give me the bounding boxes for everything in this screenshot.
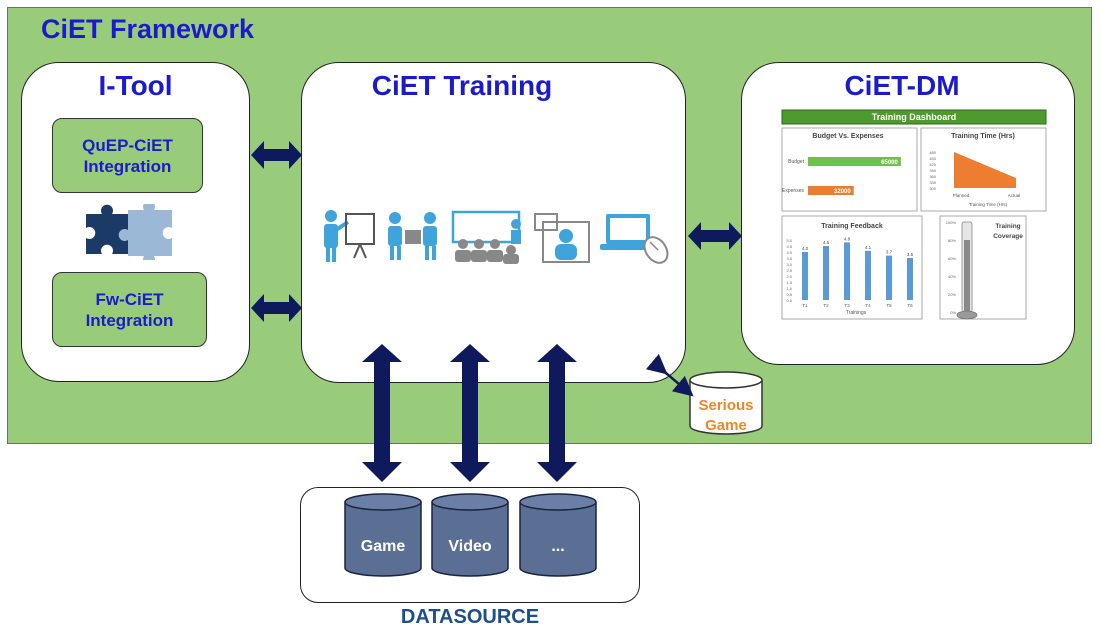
- feedback-value-label: 3.7: [886, 250, 893, 255]
- presenter-board-icon: [324, 210, 375, 262]
- ciet-training-title: CiET Training: [371, 70, 553, 101]
- game-cylinder: [344, 493, 422, 577]
- serious-game-line2: Game: [705, 417, 747, 434]
- feedback-value-label: 3.5: [907, 252, 914, 257]
- game-source-label: Game: [360, 538, 406, 555]
- time-y-tick: 420: [929, 162, 936, 167]
- budget-label: Budget: [788, 159, 804, 165]
- classroom-icon: [451, 210, 521, 264]
- itool-training-arrow-bottom: [251, 294, 302, 322]
- feedback-y-tick: 2.5: [786, 268, 792, 273]
- framework-title: CiET Framework: [41, 14, 255, 44]
- serious-game-line1: Serious: [698, 397, 754, 414]
- puzzle-pieces-icon: [86, 204, 172, 260]
- feedback-xlabel: Trainings: [846, 310, 867, 316]
- time-planned-label: Planned: [953, 193, 970, 198]
- time-y-tick: 330: [929, 180, 936, 185]
- time-y-tick: 390: [929, 168, 936, 173]
- meeting-people-icon: [388, 212, 437, 260]
- coverage-y-tick: 60%: [948, 256, 956, 261]
- feedback-y-tick: 4.5: [786, 244, 792, 249]
- ciet-dm-title: CiET-DM: [844, 70, 960, 101]
- quep-ciet-integration-box: QuEP-CiET Integration: [52, 118, 203, 193]
- time-y-tick: 300: [929, 186, 936, 191]
- feedback-y-tick: 1.5: [786, 280, 792, 285]
- feedback-y-tick: 0.5: [786, 292, 792, 297]
- feedback-bar: [886, 255, 892, 300]
- feedback-bar: [844, 242, 850, 300]
- budget-bar: [808, 157, 901, 166]
- feedback-value-label: 4.5: [823, 240, 830, 245]
- feedback-y-tick: 3.5: [786, 256, 792, 261]
- time-y-tick: 450: [929, 156, 936, 161]
- online-tutor-icon: [534, 213, 590, 263]
- feedback-bar: [865, 250, 871, 300]
- feedback-y-tick: 5.0: [786, 238, 792, 243]
- training-game-arrow: [362, 344, 402, 482]
- time-y-tick: 360: [929, 174, 936, 179]
- itool-training-arrow-top: [251, 141, 302, 169]
- feedback-category-label: T3: [844, 303, 850, 308]
- feedback-category-label: T5: [886, 303, 892, 308]
- feedback-y-tick: 4.0: [786, 250, 792, 255]
- time-xlabel: Training Time (Hrs): [969, 202, 1008, 207]
- coverage-y-tick: 80%: [948, 238, 956, 243]
- coverage-bulb: [956, 310, 978, 320]
- feedback-value-label: 4.8: [844, 236, 851, 241]
- itool-title: I-Tool: [98, 70, 173, 101]
- feedback-bar: [907, 258, 913, 300]
- feedback-category-label: T6: [907, 303, 913, 308]
- dashboard-title: Training Dashboard: [872, 112, 957, 122]
- training-serious-game-arrow: [645, 353, 694, 397]
- feedback-bar: [823, 246, 829, 300]
- coverage-fill: [964, 240, 970, 312]
- coverage-y-tick: 40%: [948, 274, 956, 279]
- time-title: Training Time (Hrs): [951, 133, 1015, 140]
- feedback-category-label: T2: [823, 303, 829, 308]
- time-y-tick: 480: [929, 150, 936, 155]
- coverage-title-2: Coverage: [993, 233, 1023, 240]
- training-more-arrow: [537, 344, 577, 482]
- feedback-category-label: T1: [802, 303, 808, 308]
- feedback-title: Training Feedback: [821, 223, 883, 230]
- feedback-y-tick: 3.0: [786, 262, 792, 267]
- feedback-y-tick: 0.0: [786, 298, 792, 303]
- training-dashboard: Training Dashboard Budget Vs. Expenses B…: [778, 108, 1050, 324]
- laptop-mouse-icon: [600, 214, 669, 264]
- feedback-value-label: 4.0: [802, 246, 809, 251]
- training-video-arrow: [450, 344, 490, 482]
- coverage-y-tick: 100%: [946, 220, 957, 225]
- feedback-value-label: 4.1: [865, 245, 872, 250]
- more-cylinder: [519, 493, 597, 577]
- feedback-bar: [802, 252, 808, 300]
- quep-ciet-line1: QuEP-CiET: [82, 135, 173, 155]
- video-cylinder: [431, 493, 509, 577]
- expenses-bar: [808, 186, 854, 195]
- expenses-value-label: 32000: [834, 189, 851, 195]
- training-dm-arrow: [688, 222, 742, 250]
- coverage-y-tick: 0%: [950, 310, 956, 315]
- fw-ciet-line1: Fw-CiET: [95, 289, 164, 309]
- budget-title: Budget Vs. Expenses: [812, 133, 883, 140]
- feedback-y-tick: 2.0: [786, 274, 792, 279]
- time-area: [954, 152, 1016, 188]
- serious-game-label: Serious Game: [688, 396, 764, 436]
- video-source-label: Video: [448, 538, 492, 555]
- coverage-y-tick: 20%: [948, 292, 956, 297]
- fw-ciet-integration-box: Fw-CiET Integration: [52, 272, 207, 347]
- budget-value-label: 65000: [881, 160, 898, 166]
- feedback-y-tick: 1.0: [786, 286, 792, 291]
- expenses-label: Expenses: [782, 188, 804, 194]
- serious-game-cylinder: [689, 371, 763, 435]
- coverage-title-1: Training: [995, 223, 1020, 230]
- feedback-category-label: T4: [865, 303, 871, 308]
- fw-ciet-line2: Integration: [85, 310, 174, 330]
- datasource-label: DATASOURCE: [400, 606, 540, 628]
- more-source-label: ...: [551, 538, 565, 555]
- time-actual-label: Actual: [1008, 193, 1021, 198]
- quep-ciet-line2: Integration: [83, 156, 172, 176]
- datasource-cylinders: [344, 493, 597, 577]
